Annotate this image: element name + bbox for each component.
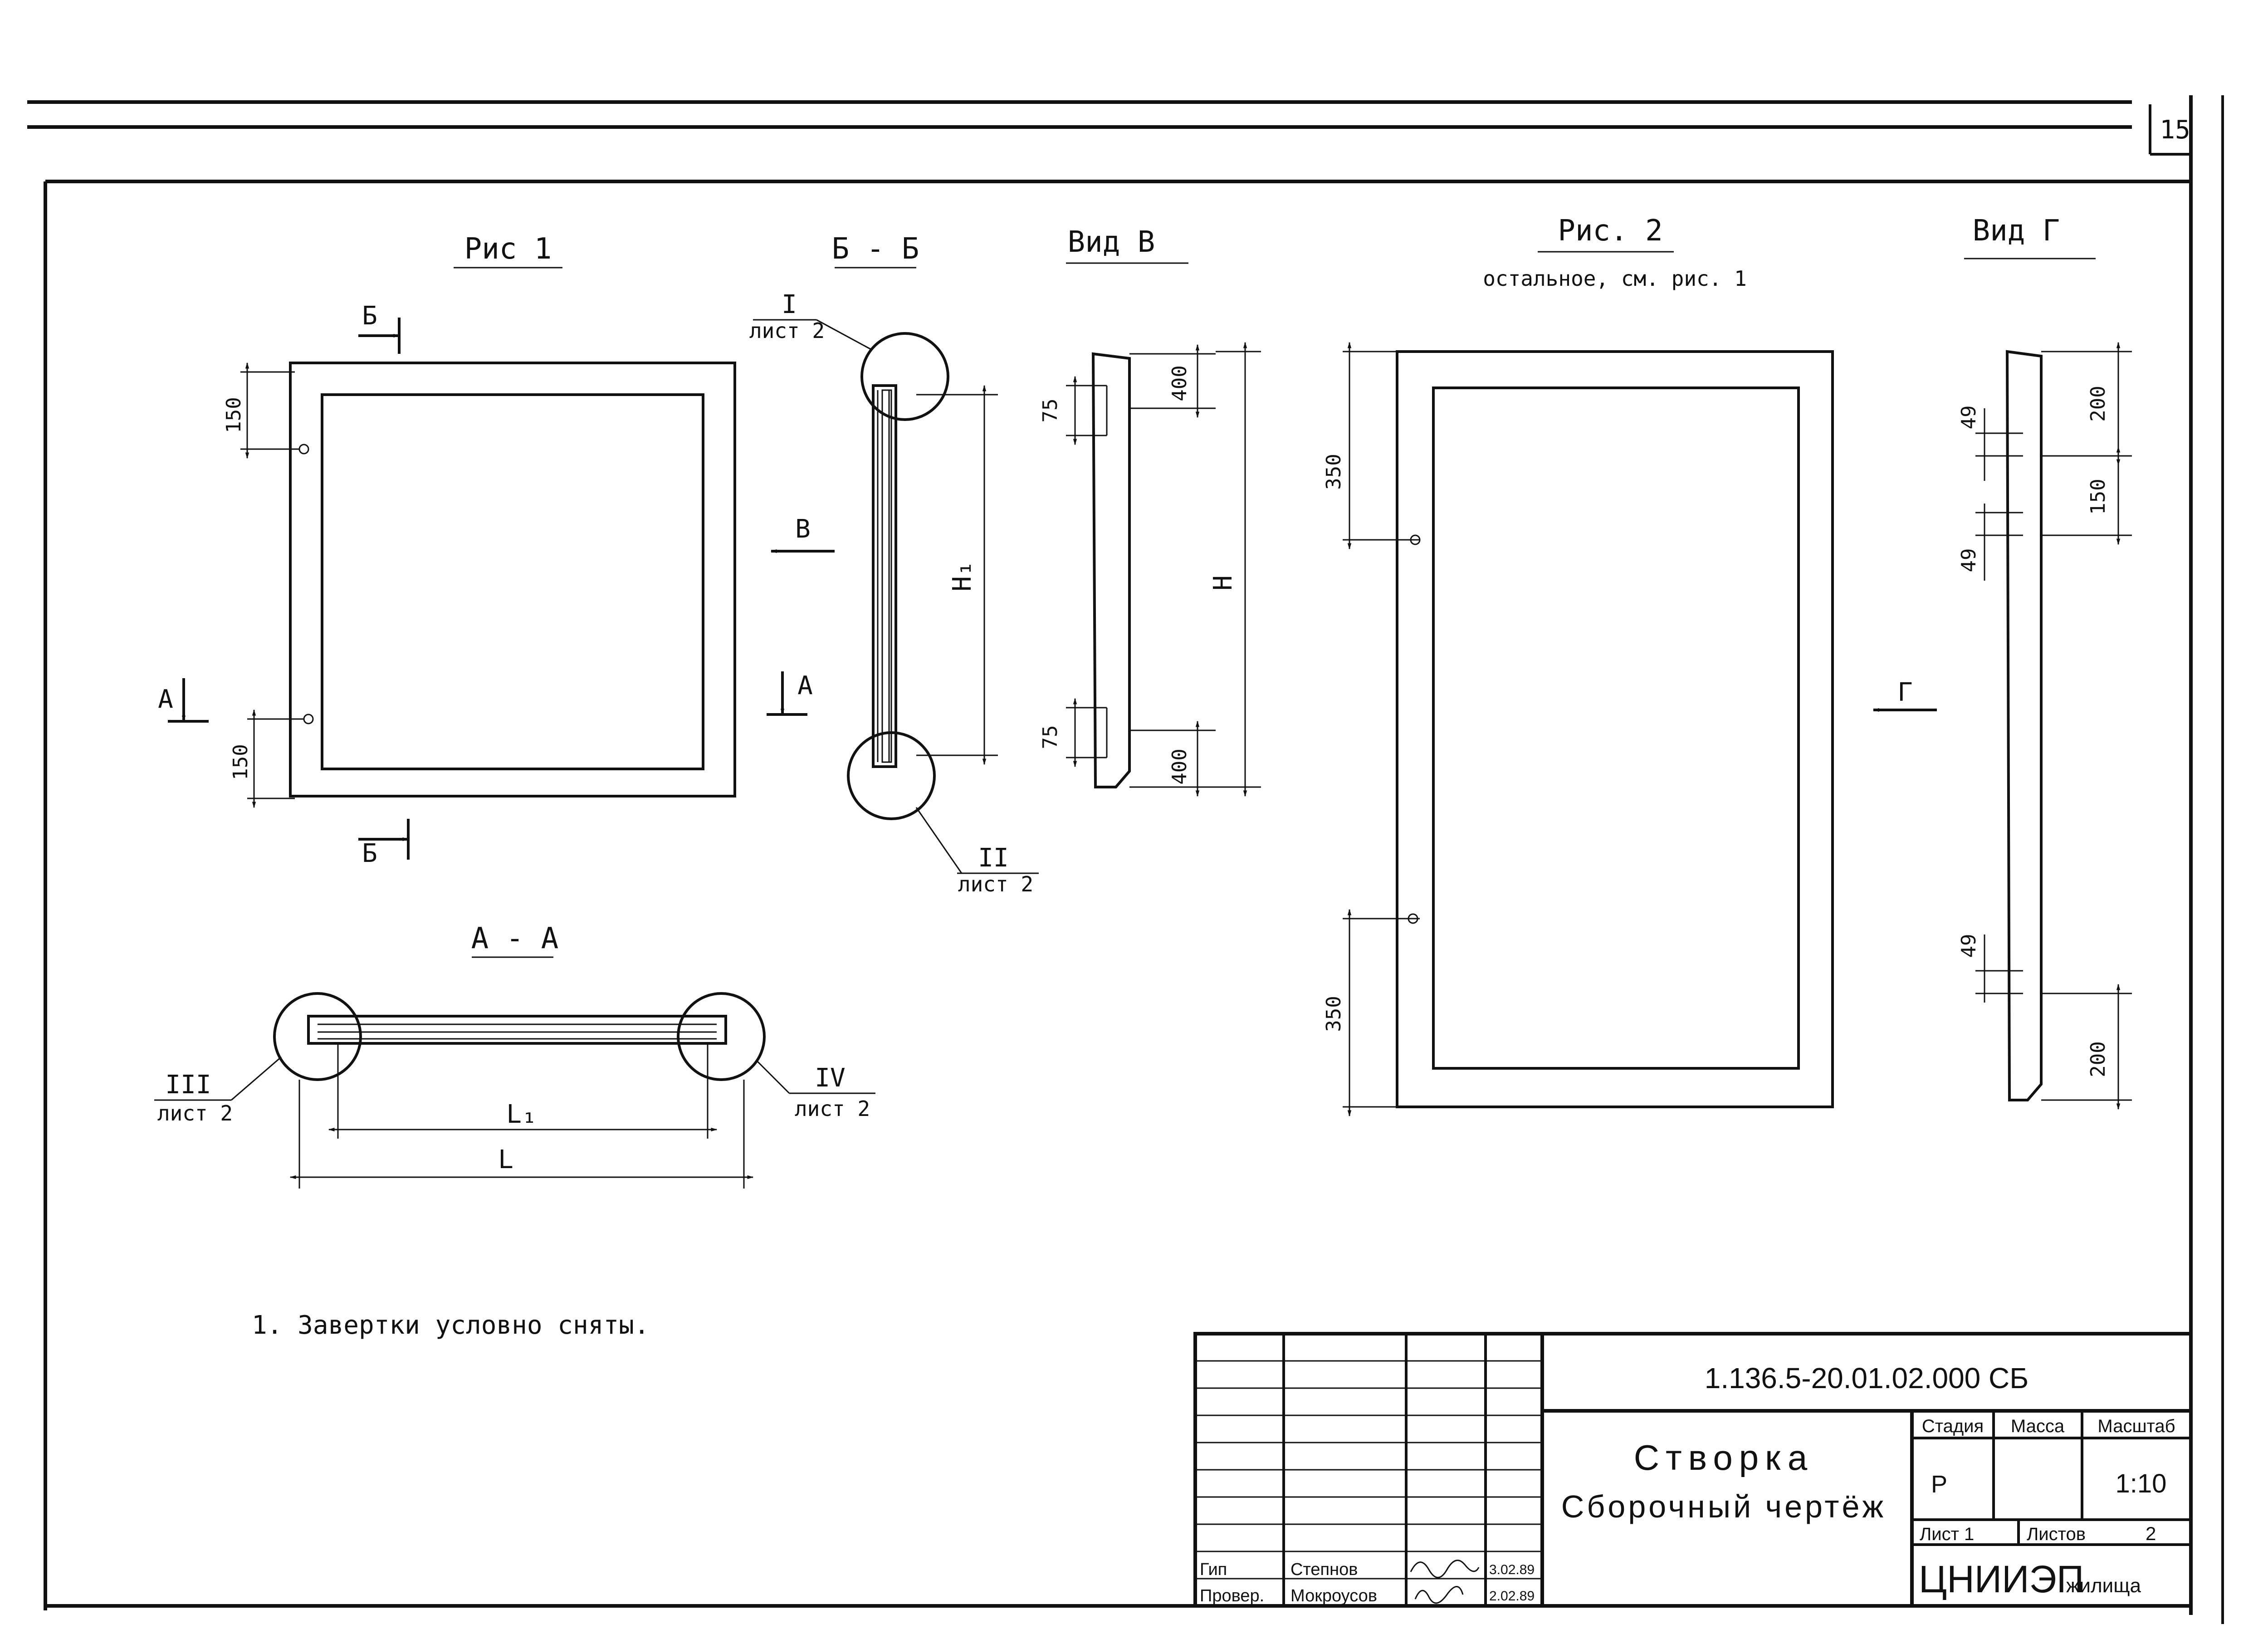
frame2-inner [1432,386,1800,1070]
dim-400-bottom: 400 [1168,749,1191,784]
dim-49-b: 49 [1957,548,1980,572]
callout-circle-4 [677,992,766,1081]
dim-h: H [1208,575,1238,591]
sheet-frame [27,95,2224,1624]
callout-3-number: III [165,1070,211,1100]
org-suffix: жилища [2066,1575,2141,1597]
section-bb-profile-inner [881,389,892,763]
callout-1-number: I [782,290,797,319]
dim-75-bottom: 75 [1039,725,1062,749]
stage-value: Р [1931,1471,1947,1498]
dim-400-top: 400 [1168,365,1191,401]
callout-circle-1 [860,332,949,421]
view-v-title: Вид В [1068,225,1155,259]
scale-value: 1:10 [2116,1469,2167,1498]
dim-150: 150 [2087,479,2110,514]
drawing-name-line2: Сборочный чертёж [1561,1489,1887,1524]
row-1-date: 3.02.89 [1489,1562,1535,1577]
section-b-marker-top: Б [362,301,377,331]
callout-4-number: IV [815,1063,845,1093]
dim-150-top: 150 [222,397,245,433]
row-1-name: Степнов [1290,1560,1358,1579]
drawing-name-line1: Створка [1634,1438,1814,1477]
stage-label: Стадия [1922,1416,1984,1436]
hinge-bottom [303,714,314,724]
view-v-marker: В [795,514,811,544]
dim-350-top: 350 [1322,454,1345,489]
mass-label: Масса [2011,1416,2065,1436]
title-block: 1.136.5-20.01.02.000 СБ Створка Сборочны… [1193,1332,2193,1608]
callout-4-sheet: лист 2 [795,1096,870,1121]
section-bb-title: Б - Б [832,232,919,266]
section-bb-profile-outer [872,384,897,768]
dim-h1: H₁ [948,561,977,591]
org-name: ЦНИИЭП [1919,1558,2084,1600]
frame2-outer [1396,350,1834,1108]
row-1-role: Гип [1200,1560,1227,1579]
frame-inner [321,393,704,770]
dim-l: L [498,1145,513,1174]
row-2-date: 2.02.89 [1489,1589,1535,1604]
section-bb: Б - Б I лист 2 II лист 2 H₁ [749,232,1039,896]
dim-75-top: 75 [1039,399,1062,423]
callout-circle-2 [847,731,936,820]
section-a-marker-left: А [158,685,173,714]
view-g-profile [2005,350,2043,1101]
view-v: Вид В 75 400 75 400 H [1039,225,1261,797]
dim-49-c: 49 [1957,934,1980,958]
signature-row-1 [1410,1560,1480,1578]
sheet-label: Лист 1 [1920,1524,1974,1544]
view-g-title: Вид Г [1973,214,2060,248]
view-g: Вид Г 49 200 150 49 49 [1957,214,2132,1110]
dim-350-bottom: 350 [1322,996,1345,1032]
figure-2: Рис. 2 остальное, см. рис. 1 350 350 Г [1322,214,1937,1117]
row-2-name: Мокроусов [1290,1586,1377,1605]
signature-row-2 [1414,1586,1464,1604]
figure-1: Рис 1 150 150 Б Б А А В [158,232,835,868]
callout-3-sheet: лист 2 [157,1101,233,1125]
row-2-role: Провер. [1200,1586,1264,1605]
section-aa: А - А III лист 2 IV лист 2 L₁ L [154,922,875,1189]
section-a-marker-right: А [797,671,813,700]
sheets-label: Листов [2027,1524,2086,1544]
general-note: 1. Завертки условно сняты. [252,1311,650,1340]
callout-circle-3 [273,992,362,1081]
section-b-marker-bottom: Б [362,839,377,868]
figure-2-title: Рис. 2 [1558,214,1662,248]
dim-150-bottom: 150 [229,744,252,780]
hinge-top [298,444,309,455]
figure-1-title: Рис 1 [464,232,552,266]
dim-200-top: 200 [2087,386,2110,421]
view-g-marker: Г [1897,678,1913,707]
scale-label: Масштаб [2097,1416,2175,1436]
dim-l1: L₁ [506,1100,537,1129]
view-v-profile [1091,352,1131,788]
section-aa-profile [307,1015,727,1045]
sheets-value: 2 [2146,1523,2156,1544]
callout-2-number: II [978,843,1008,873]
dim-200-bottom: 200 [2087,1041,2110,1077]
sheet-number: 15 [2160,115,2190,145]
drawing-designation: 1.136.5-20.01.02.000 СБ [1705,1362,2029,1394]
callout-1-sheet: лист 2 [749,318,825,343]
dim-49-a: 49 [1957,406,1980,430]
frame-outer [289,362,736,797]
callout-2-sheet: лист 2 [958,872,1033,896]
section-aa-title: А - А [471,922,559,955]
figure-2-subtitle: остальное, см. рис. 1 [1483,266,1747,291]
